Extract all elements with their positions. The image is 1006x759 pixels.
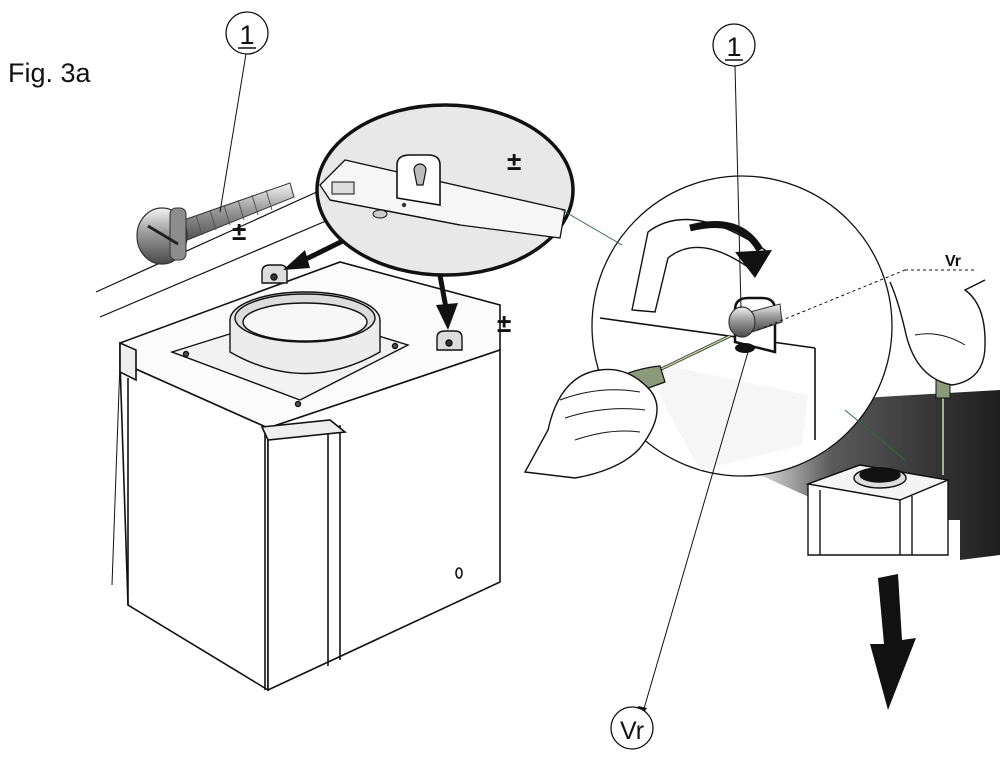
tolerance-mark-screw: ±	[232, 216, 246, 246]
mounting-tab-right	[436, 330, 463, 351]
hand-icon	[889, 279, 986, 386]
vr-small-callout	[757, 269, 975, 331]
hand-icon	[523, 368, 658, 479]
arrow-down-icon	[870, 574, 916, 710]
mounting-tab-left	[261, 264, 288, 284]
tolerance-mark-zoom: ±	[507, 146, 521, 176]
leader-line-right	[734, 65, 742, 309]
part-label-right: 1	[726, 32, 741, 62]
vr-small-label: Vr	[945, 253, 961, 270]
screw-icon	[136, 182, 295, 265]
rotate-arrow-icon	[689, 221, 772, 278]
part-callout-left: 1	[225, 11, 269, 55]
vr-callout: Vr	[610, 706, 654, 750]
air-outlet-collar	[169, 291, 410, 408]
figure-caption: Fig. 3a	[8, 58, 91, 88]
part-callout-right: 1	[712, 23, 756, 67]
part-label-left: 1	[239, 20, 254, 50]
leader-line-left	[219, 53, 247, 213]
vr-label: Vr	[620, 717, 644, 745]
detail-zoom-tab	[315, 103, 575, 277]
screw-icon	[728, 303, 783, 338]
tolerance-mark-mid: ±	[497, 308, 511, 338]
hood-small	[805, 464, 951, 556]
